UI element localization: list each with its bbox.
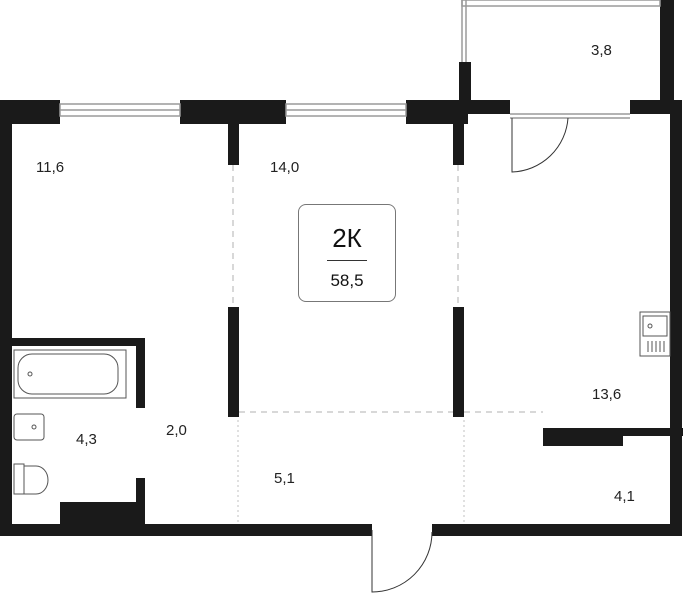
wall-interior-3 [453, 120, 464, 165]
wall-bottom-left [0, 524, 372, 536]
badge-divider [327, 260, 367, 261]
wall-bath-top [0, 338, 145, 346]
bathtub-icon [13, 349, 127, 399]
walls [0, 0, 683, 536]
wall-interior-4 [453, 307, 464, 417]
room-area-11-6: 11,6 [36, 159, 65, 176]
wall-top-right1 [462, 100, 510, 114]
apartment-badge: 2К 58,5 [298, 204, 396, 302]
room-area-14-0: 14,0 [270, 159, 300, 176]
room-area-4-1: 4,1 [614, 488, 635, 505]
total-area: 58,5 [330, 271, 364, 290]
wall-balcony-left [459, 62, 471, 102]
room-area-5-1: 5,1 [274, 470, 295, 487]
room-area-4-3: 4,3 [76, 431, 97, 448]
window-balcony [461, 0, 661, 7]
apartment-type: 2К [332, 223, 362, 253]
room-area-2-0: 2,0 [166, 422, 187, 439]
wall-right [670, 100, 682, 536]
wall-bottom-right [432, 524, 682, 536]
toilet-icon [13, 463, 49, 495]
wall-balcony-right [660, 0, 674, 114]
room-area-13-6: 13,6 [592, 386, 622, 403]
room-area-3-8: 3,8 [591, 42, 612, 59]
doors [371, 117, 569, 593]
zone-lines [232, 165, 543, 413]
windows [59, 0, 661, 119]
wall-storage-top2 [543, 428, 683, 436]
wall-interior-2 [228, 307, 239, 417]
wall-bath-right [136, 338, 145, 408]
sink-icon [13, 413, 45, 441]
wall-bath-block [60, 502, 145, 528]
door-balcony [511, 117, 569, 173]
wall-left [0, 100, 12, 536]
wall-interior-1 [228, 120, 239, 165]
kitchen-sink-icon [639, 311, 671, 357]
door-entrance [371, 530, 433, 593]
zone-lines-dotted [237, 420, 465, 524]
